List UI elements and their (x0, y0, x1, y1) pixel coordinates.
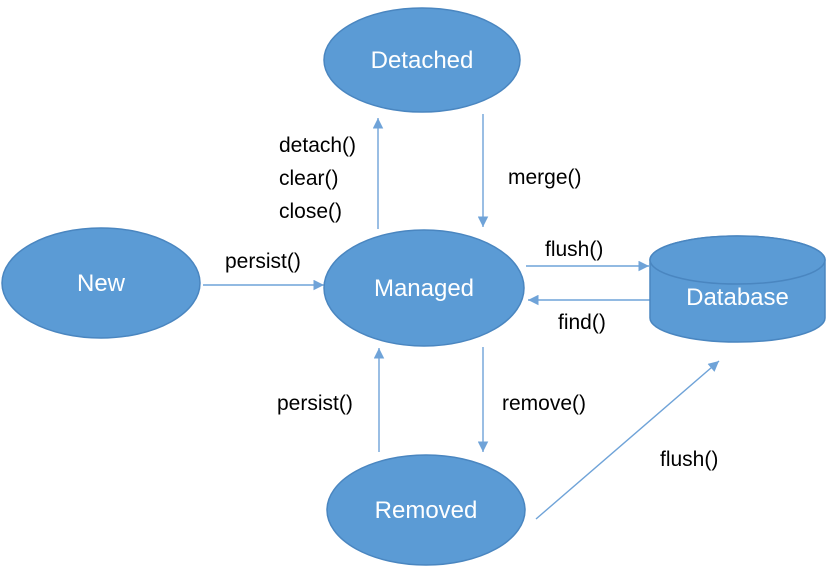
node-removed: Removed (326, 454, 526, 566)
edge-removed-to-database-arrow (535, 360, 720, 520)
edge-label-find: find() (558, 311, 606, 334)
edge-managed-to-removed: remove() (477, 347, 586, 452)
node-database-label: Database (686, 284, 789, 311)
edge-managed-to-detached: detach() clear() close() (279, 118, 384, 229)
node-removed-shape (326, 454, 526, 566)
node-database: Database (649, 235, 826, 343)
edge-label-persist-new: persist() (225, 250, 301, 273)
edge-label-merge: merge() (508, 166, 582, 189)
edge-detached-to-managed: merge() (477, 114, 582, 227)
node-new: New (1, 227, 201, 339)
node-new-shape (1, 227, 201, 339)
edge-removed-to-managed: persist() (277, 348, 385, 452)
node-managed: Managed (323, 229, 525, 347)
edge-label-close: close() (279, 200, 342, 223)
node-new-label: New (77, 270, 126, 297)
edge-database-to-managed: find() (528, 294, 650, 334)
node-detached: Detached (323, 7, 521, 113)
edge-removed-to-database: flush() (535, 360, 720, 520)
node-detached-shape (323, 7, 521, 113)
edge-label-flush-bottom: flush() (660, 448, 718, 471)
node-removed-label: Removed (375, 497, 478, 524)
edge-label-remove: remove() (502, 392, 586, 415)
edge-managed-to-database: flush() (526, 238, 649, 272)
edge-label-clear: clear() (279, 167, 339, 190)
node-managed-label: Managed (374, 275, 474, 302)
edge-label-flush-top: flush() (545, 238, 603, 261)
edge-label-detach: detach() (279, 134, 356, 157)
node-managed-shape (323, 229, 525, 347)
edge-label-persist-removed: persist() (277, 392, 353, 415)
database-cylinder-top (649, 235, 826, 285)
edge-new-to-managed: persist() (203, 250, 324, 291)
node-detached-label: Detached (371, 47, 474, 74)
